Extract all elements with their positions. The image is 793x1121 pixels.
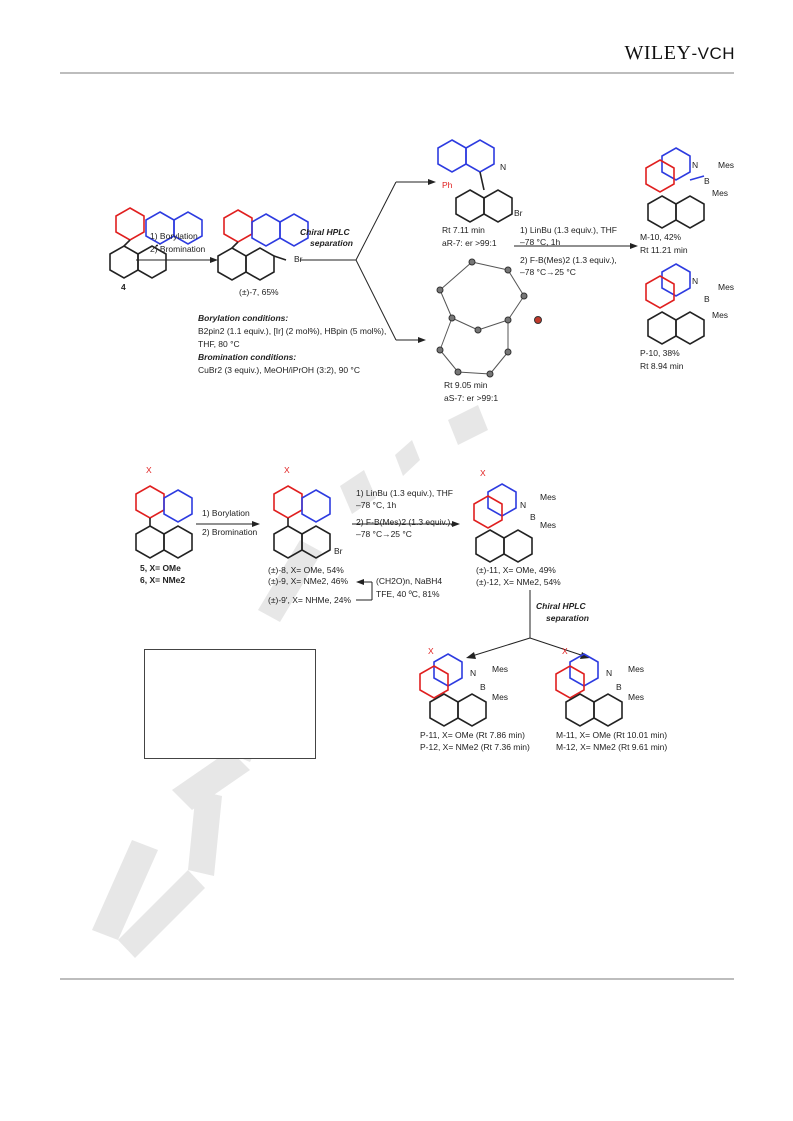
compound-aR7-structure	[437, 139, 513, 223]
reagent2-line1: 1) LinBu (1.3 equiv.), THF	[356, 488, 454, 498]
aR7-er: aR-7: er >99:1	[442, 238, 497, 248]
compound-4-structure	[109, 207, 203, 279]
P12-label: P-12, X= NMe2 (Rt 7.36 min)	[420, 742, 530, 752]
xray-inset-frame	[144, 649, 316, 759]
footer-rule	[60, 978, 734, 980]
M11-n: N	[606, 668, 613, 678]
compound-11-12-structure	[473, 483, 533, 563]
compound-7-br: Br	[294, 254, 303, 264]
P11-mes2: Mes	[492, 692, 509, 702]
P10-mes1: Mes	[718, 282, 735, 292]
compound-6-label: 6, X= NMe2	[140, 575, 186, 585]
publisher-suffix: -VCH	[691, 44, 735, 63]
publisher-logo: WILEY-VCH	[625, 42, 735, 65]
compound-11-b: B	[530, 512, 536, 522]
compound-12-label: (±)-12, X= NMe2, 54%	[476, 577, 561, 587]
start-x: X	[146, 465, 152, 475]
separation2-line2: separation	[546, 613, 589, 623]
step1-borylation: 1) Borylation	[150, 231, 198, 241]
reagent2-line4: –78 °C→25 °C	[356, 529, 412, 539]
M11-mes1: Mes	[628, 664, 645, 674]
compound-M11-structure	[555, 653, 623, 727]
step2-bromination: 2) Bromination	[202, 527, 258, 537]
aR7-br: Br	[514, 208, 523, 218]
conversion-line1: (CH2O)n, NaBH4	[376, 576, 443, 586]
P11-x: X	[428, 646, 434, 656]
aS7-er: aS-7: er >99:1	[444, 393, 499, 403]
P10-b: B	[704, 294, 710, 304]
M11-label: M-11, X= OMe (Rt 10.01 min)	[556, 730, 668, 740]
compound-5-label: 5, X= OMe	[140, 563, 181, 573]
compound-11-mes1: Mes	[540, 492, 557, 502]
borylation-conditions-line1: B2pin2 (1.1 equiv.), [Ir] (2 mol%), HBpi…	[198, 326, 387, 336]
compound-5-6-structure	[135, 485, 193, 559]
bromination-conditions-title: Bromination conditions:	[198, 352, 297, 362]
aR7-ph: Ph	[442, 180, 453, 190]
compound-P11-structure	[419, 653, 487, 727]
P11-n: N	[470, 668, 477, 678]
M10-mes2: Mes	[712, 188, 729, 198]
aR7-rt: Rt 7.11 min	[442, 225, 485, 235]
reagent1-line3: 2) F-B(Mes)2 (1.3 equiv.),	[520, 255, 617, 265]
P10-mes2: Mes	[712, 310, 729, 320]
separation1-line1: Chiral HPLC	[300, 227, 350, 237]
separation2-line1: Chiral HPLC	[536, 601, 586, 611]
bromination-conditions-line1: CuBr2 (3 equiv.), MeOH/iPrOH (3:2), 90 °…	[198, 365, 360, 375]
P10-rt: Rt 8.94 min	[640, 361, 684, 371]
aS7-xray-structure	[436, 258, 542, 378]
reagent1-line4: –78 °C→25 °C	[520, 267, 576, 277]
borylation-conditions-line2: THF, 80 °C	[198, 339, 240, 349]
P10-n: N	[692, 276, 699, 286]
compound-8-x: X	[284, 465, 290, 475]
compound-4-label: 4	[121, 282, 126, 292]
P11-mes1: Mes	[492, 664, 509, 674]
step1-bromination: 2) Bromination	[150, 244, 206, 254]
compound-P10-structure	[645, 263, 705, 345]
compound-8-br: Br	[334, 546, 343, 556]
M10-label: M-10, 42%	[640, 232, 682, 242]
separation1-line2: separation	[310, 238, 353, 248]
reagent1-line1: 1) LinBu (1.3 equiv.), THF	[520, 225, 618, 235]
M10-n: N	[692, 160, 699, 170]
P11-label: P-11, X= OMe (Rt 7.86 min)	[420, 730, 525, 740]
compound-9-label: (±)-9, X= NMe2, 46%	[268, 576, 349, 586]
M10-mes1: Mes	[718, 160, 735, 170]
M12-label: M-12, X= NMe2 (Rt 9.61 min)	[556, 742, 668, 752]
P10-label: P-10, 38%	[640, 348, 680, 358]
header-rule	[60, 72, 734, 74]
publisher-name: WILEY	[624, 42, 692, 64]
compound-11-n: N	[520, 500, 527, 510]
aS7-rt: Rt 9.05 min	[444, 380, 488, 390]
compound-11-x: X	[480, 468, 486, 478]
compound-8-structure	[273, 485, 331, 559]
compound-11-label: (±)-11, X= OMe, 49%	[476, 565, 556, 575]
step2-borylation: 1) Borylation	[202, 508, 250, 518]
P11-b: B	[480, 682, 486, 692]
compound-8-label: (±)-8, X= OMe, 54%	[268, 565, 344, 575]
compound-7-label: (±)-7, 65%	[239, 287, 279, 297]
M10-rt: Rt 11.21 min	[640, 245, 688, 255]
M10-b: B	[704, 176, 710, 186]
aR7-n: N	[500, 162, 507, 172]
M11-mes2: Mes	[628, 692, 645, 702]
compound-9p-label: (±)-9', X= NHMe, 24%	[268, 595, 352, 605]
compound-11-mes2: Mes	[540, 520, 557, 530]
borylation-conditions-title: Borylation conditions:	[198, 313, 289, 323]
reagent1-line2: –78 °C, 1h	[520, 237, 561, 247]
M11-b: B	[616, 682, 622, 692]
reagent2-line2: –78 °C, 1h	[356, 500, 397, 510]
reagent2-line3: 2) F-B(Mes)2 (1.3 equiv.),	[356, 517, 453, 527]
compound-7-structure	[217, 209, 309, 281]
conversion-line2: TFE, 40 ºC, 81%	[376, 589, 440, 599]
compound-M10-structure	[645, 147, 705, 229]
M11-x: X	[562, 646, 568, 656]
